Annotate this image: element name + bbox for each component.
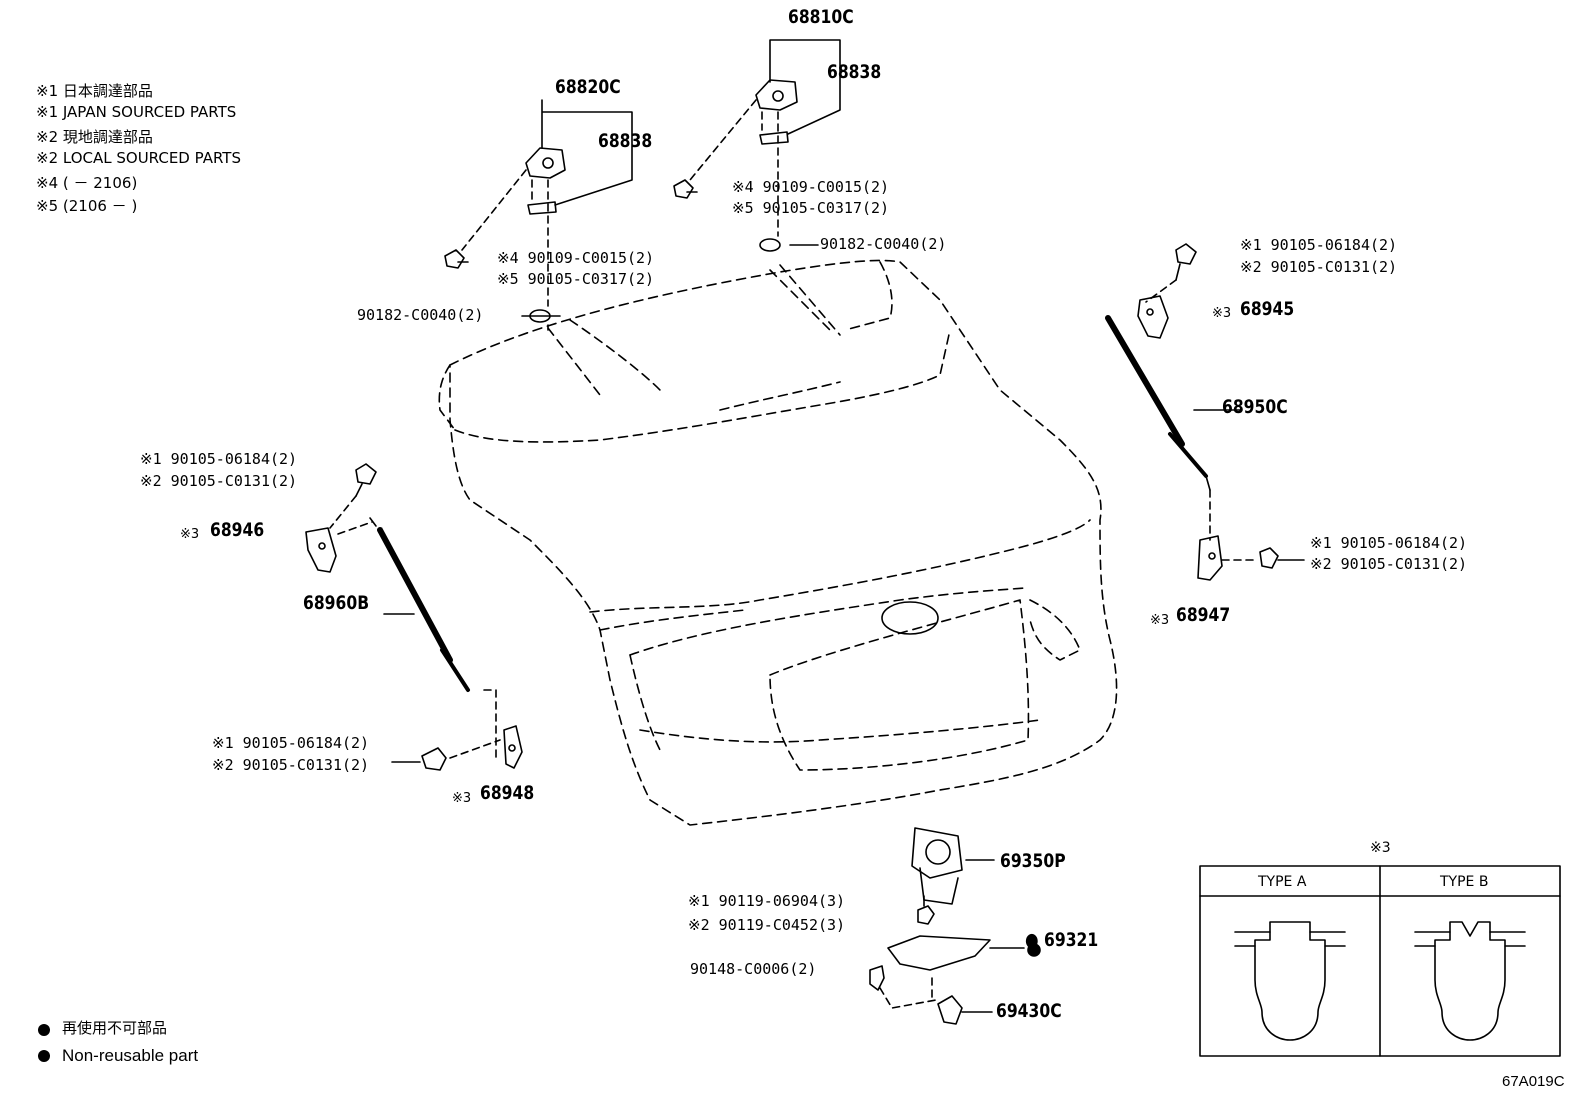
part-69350P[interactable]: 69350P xyxy=(1000,850,1066,872)
bolt-tl xyxy=(355,463,377,497)
part-68946[interactable]: 68946 xyxy=(210,519,265,541)
part-left-90182[interactable]: 90182-C0040(2) xyxy=(357,306,484,324)
part-mr-90105-C0131[interactable]: ※2 90105-C0131(2) xyxy=(1310,555,1468,573)
plate-69321 xyxy=(887,935,1025,971)
screw-lock xyxy=(869,965,885,991)
damper-68950C xyxy=(1105,315,1243,491)
type-table-mark: ※3 xyxy=(1370,840,1391,856)
mark-68947: ※3 xyxy=(1150,613,1170,628)
part-68810C[interactable]: 68810C xyxy=(788,6,854,28)
part-lock-90119-06904[interactable]: ※1 90119-06904(3) xyxy=(688,892,846,910)
diagram-code: 67A019C xyxy=(1502,1073,1565,1090)
bolt-left-top xyxy=(444,249,469,269)
type-a-header: TYPE A xyxy=(1258,874,1307,890)
bolt-tr xyxy=(1175,243,1197,281)
part-left-90105[interactable]: ※5 90105-C0317(2) xyxy=(497,270,655,288)
bolt-lock xyxy=(917,895,935,925)
note-2-en: ※2 LOCAL SOURCED PARTS xyxy=(36,149,241,167)
emblem xyxy=(881,601,939,635)
part-lock-90119-C0452[interactable]: ※2 90119-C0452(3) xyxy=(688,916,846,934)
part-68950C[interactable]: 68950C xyxy=(1222,396,1288,418)
part-69430C[interactable]: 69430C xyxy=(996,1000,1062,1022)
part-90148[interactable]: 90148-C0006(2) xyxy=(690,960,817,978)
legend-en: Non-reusable part xyxy=(62,1046,199,1065)
part-tr-90105-C0131[interactable]: ※2 90105-C0131(2) xyxy=(1240,258,1398,276)
part-tl-90105-C0131[interactable]: ※2 90105-C0131(2) xyxy=(140,472,298,490)
part-bl-90105-C0131[interactable]: ※2 90105-C0131(2) xyxy=(212,756,370,774)
lock-69350P xyxy=(911,827,995,905)
note-1-jp: ※1 日本調達部品 xyxy=(36,82,153,100)
part-68960B[interactable]: 68960B xyxy=(303,592,370,614)
type-b-header: TYPE B xyxy=(1440,874,1489,890)
part-68947[interactable]: 68947 xyxy=(1176,604,1231,626)
back-door-outline xyxy=(438,259,1118,826)
part-mr-90105-06184[interactable]: ※1 90105-06184(2) xyxy=(1310,534,1468,552)
part-right-90182[interactable]: 90182-C0040(2) xyxy=(820,235,947,253)
bracket-68948 xyxy=(503,725,523,769)
bolt-mr xyxy=(1259,547,1305,569)
bolt-right-top xyxy=(673,179,698,199)
note-2-jp: ※2 現地調達部品 xyxy=(36,128,153,146)
nut-right xyxy=(759,238,781,252)
note-4: ※4 ( － 2106) xyxy=(36,174,138,192)
part-bl-90105-06184[interactable]: ※1 90105-06184(2) xyxy=(212,734,370,752)
type-table xyxy=(1199,865,1561,1057)
part-68838-left[interactable]: 68838 xyxy=(598,130,653,152)
part-left-90109[interactable]: ※4 90109-C0015(2) xyxy=(497,249,655,267)
bracket-68947 xyxy=(1197,535,1223,581)
part-68945[interactable]: 68945 xyxy=(1240,298,1295,320)
note-1-en: ※1 JAPAN SOURCED PARTS xyxy=(36,103,237,121)
hinge-68810C xyxy=(755,39,841,145)
bolt-bl xyxy=(391,747,447,771)
bracket-68946 xyxy=(305,527,337,573)
damper-68960B xyxy=(369,517,470,692)
hinge-68820C xyxy=(525,99,633,215)
mark-68948: ※3 xyxy=(452,791,472,806)
part-right-90109[interactable]: ※4 90109-C0015(2) xyxy=(732,178,890,196)
part-68820C[interactable]: 68820C xyxy=(555,76,621,98)
part-69321[interactable]: ● 69321 xyxy=(1025,929,1099,951)
mark-68945: ※3 xyxy=(1212,306,1232,321)
mark-68946: ※3 xyxy=(180,527,200,542)
legend-jp: 再使用不可部品 xyxy=(62,1019,168,1037)
clip-69430C xyxy=(937,995,993,1025)
part-68948[interactable]: 68948 xyxy=(480,782,535,804)
part-68838-right[interactable]: 68838 xyxy=(827,61,882,83)
part-tr-90105-06184[interactable]: ※1 90105-06184(2) xyxy=(1240,236,1398,254)
part-right-90105[interactable]: ※5 90105-C0317(2) xyxy=(732,199,890,217)
part-tl-90105-06184[interactable]: ※1 90105-06184(2) xyxy=(140,450,298,468)
bracket-68945 xyxy=(1137,295,1169,339)
note-5: ※5 (2106 － ) xyxy=(36,197,138,215)
